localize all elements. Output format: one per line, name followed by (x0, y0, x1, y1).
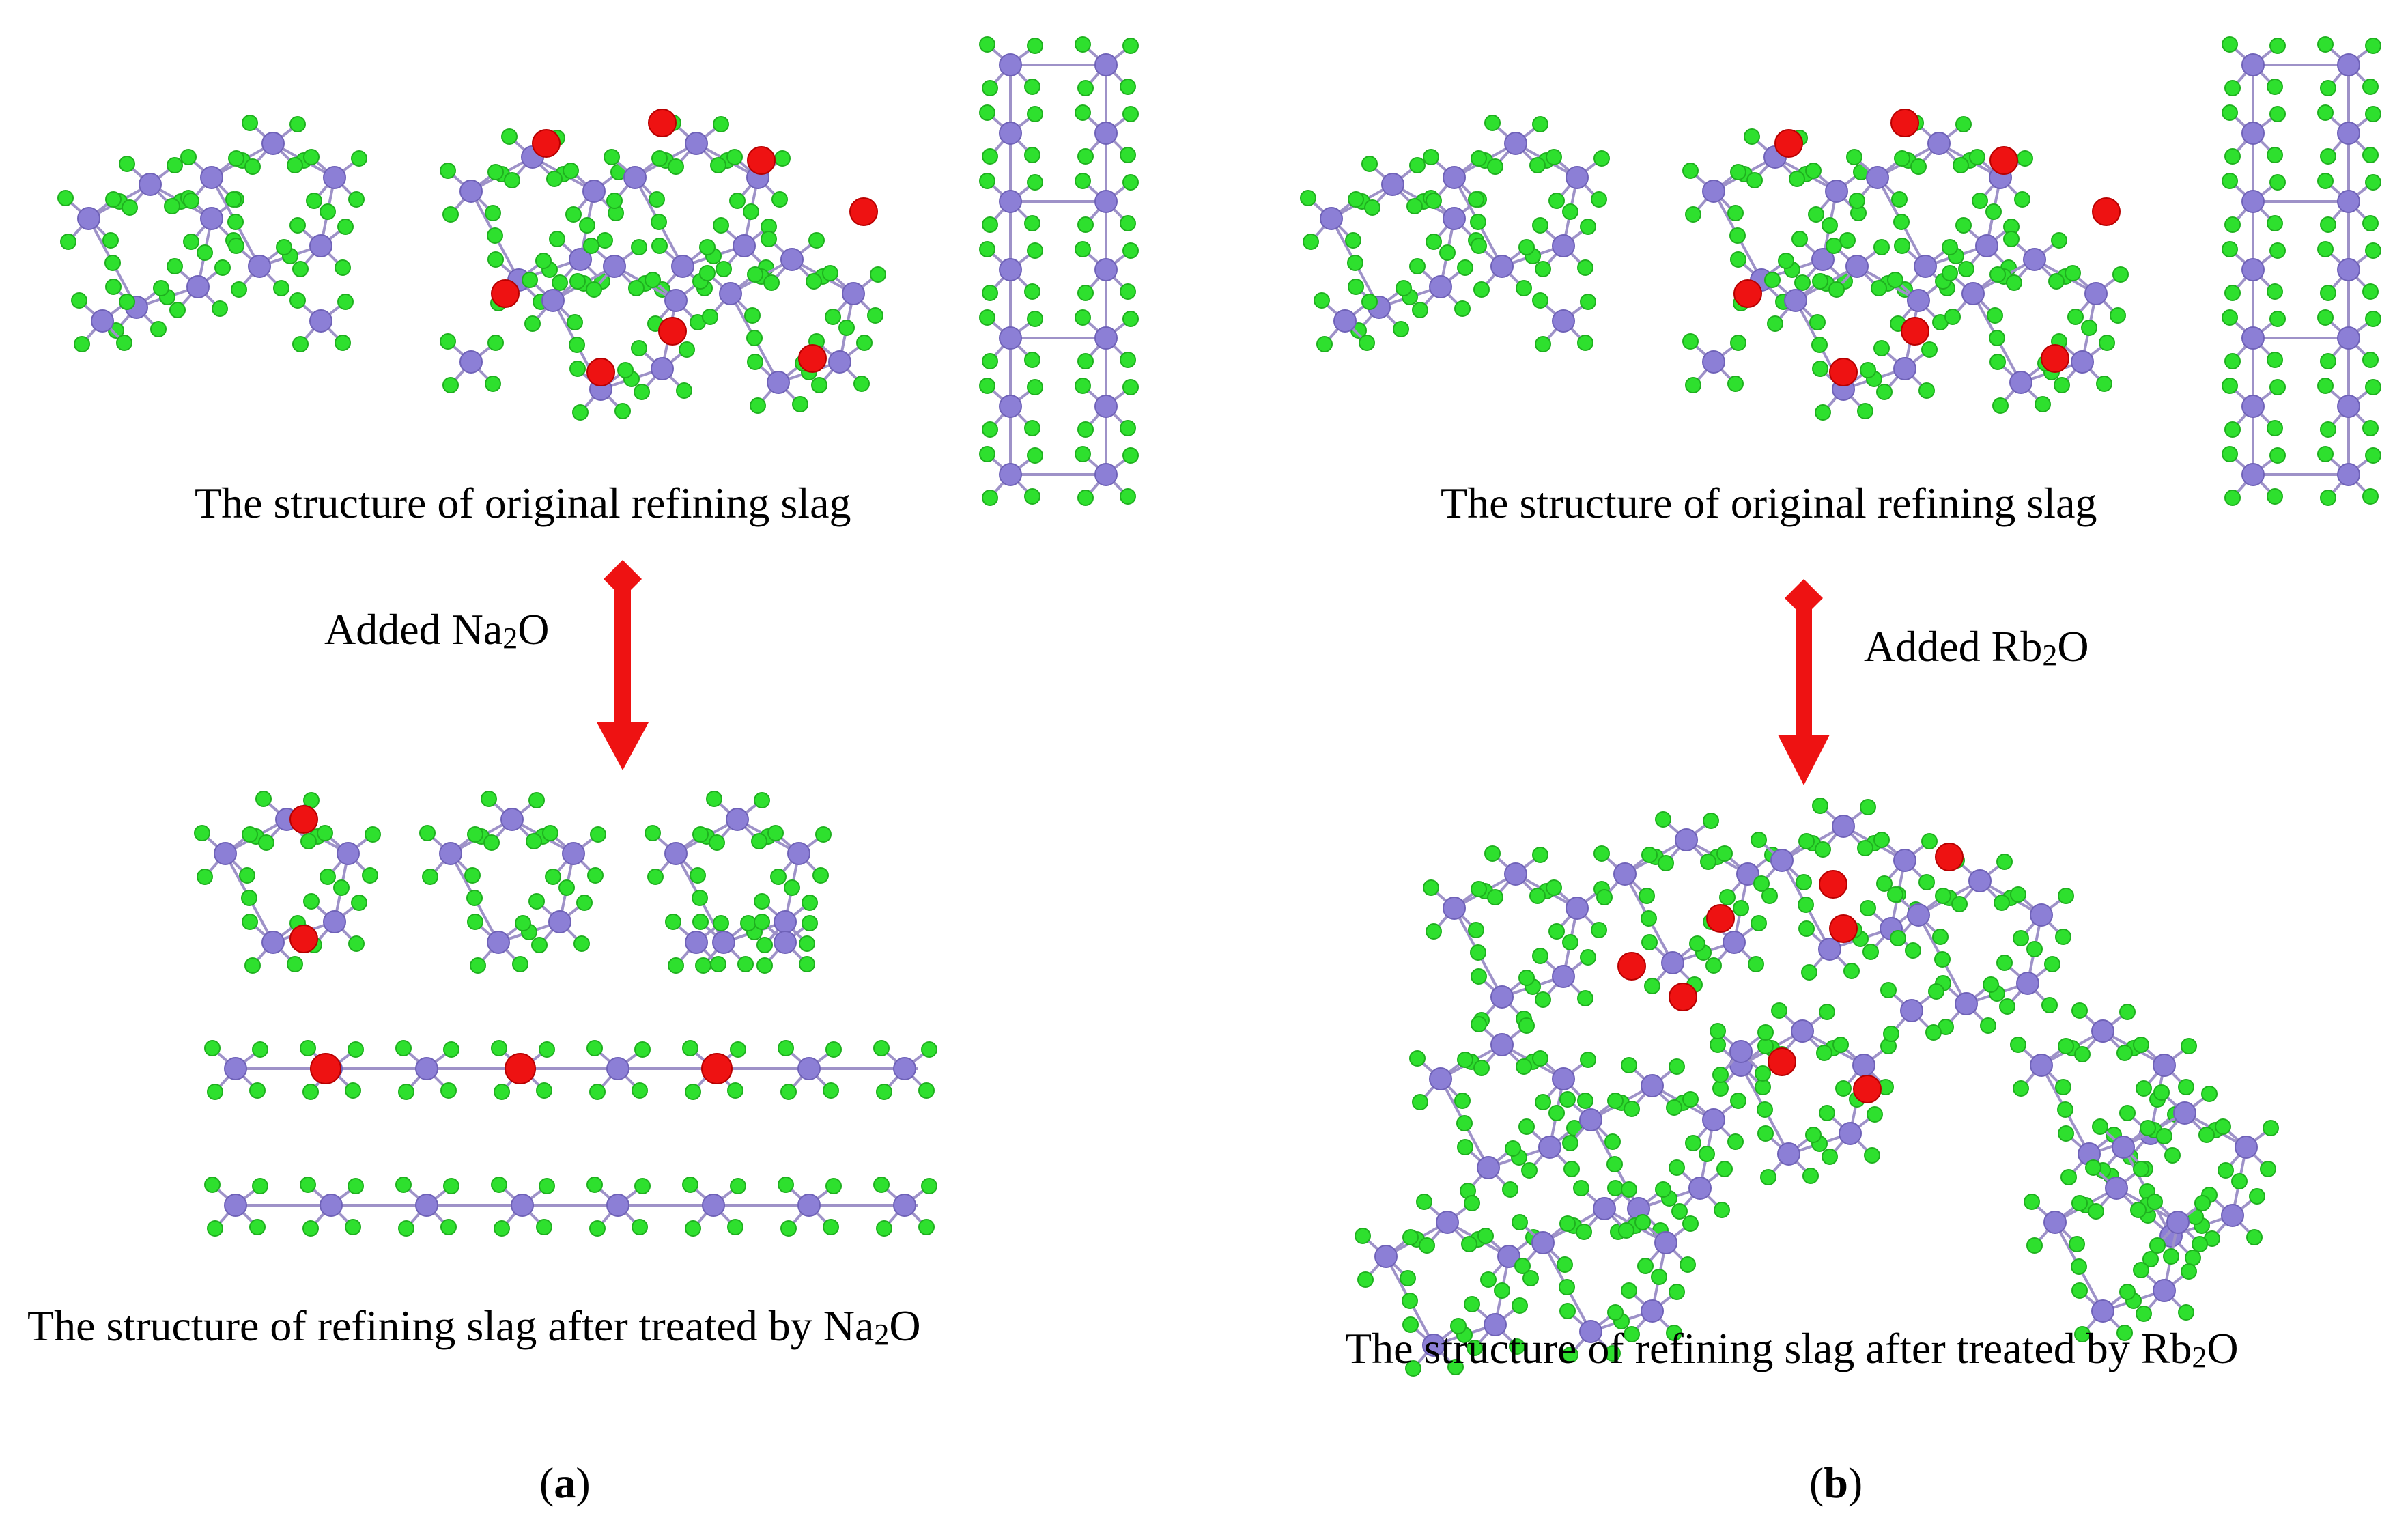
panel-a-caption-top: The structure of original refining slag (195, 479, 851, 527)
panel-b-arrow-label-suffix: O (2057, 622, 2089, 671)
panel-a-arrow (597, 560, 649, 770)
panel-a-caption-bottom-subscript: 2 (874, 1318, 890, 1351)
panel-b-arrow-label: Added Rb2O (1864, 621, 2089, 672)
panel-a-arrow-label: Added Na2O (324, 604, 549, 655)
panel-b-arrow (1778, 579, 1830, 785)
panel-b-caption-bottom: The structure of refining slag after tre… (1345, 1323, 2239, 1374)
panel-b-caption-top: The structure of original refining slag (1441, 479, 2097, 527)
panel-a-original-structure (58, 37, 1138, 505)
panel-a-caption-bottom-prefix: The structure of refining slag after tre… (27, 1301, 875, 1350)
panel-a-caption-bottom-suffix: O (889, 1301, 921, 1350)
panel-a-label-close: ) (576, 1459, 591, 1507)
panel-b-caption-bottom-subscript: 2 (2192, 1340, 2207, 1374)
panel-b-label-letter: b (1824, 1459, 1848, 1507)
panel-b-caption-bottom-suffix: O (2207, 1324, 2239, 1372)
panel-b-label-close: ) (1847, 1459, 1863, 1507)
panel-b-arrow-label-subscript: 2 (2042, 638, 2058, 672)
panel-a-caption-bottom: The structure of refining slag after tre… (27, 1301, 921, 1351)
panel-a-arrow-label-suffix: O (518, 605, 550, 653)
panel-b-caption-bottom-prefix: The structure of refining slag after tre… (1345, 1324, 2192, 1372)
panel-a-arrow-label-prefix: Added Na (324, 605, 503, 653)
panel-a-treated-structure (195, 791, 937, 1236)
panel-b-original-structure (1301, 37, 2381, 505)
panel-a-label-open: ( (539, 1459, 554, 1507)
panel-b-arrow-label-prefix: Added Rb (1864, 622, 2043, 671)
panel-b-label: (b) (1809, 1458, 1862, 1508)
panel-b-treated-structure (1355, 798, 2278, 1376)
panel-a-label: (a) (539, 1458, 591, 1508)
panel-a-label-letter: a (554, 1459, 576, 1507)
panel-b-label-open: ( (1809, 1459, 1824, 1507)
panel-a-arrow-label-subscript: 2 (502, 621, 518, 655)
